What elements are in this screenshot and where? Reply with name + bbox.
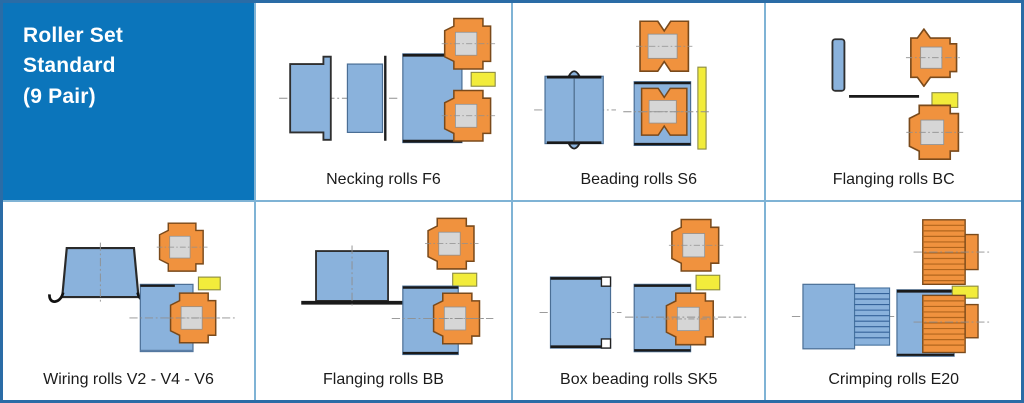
header-title-line: (9 Pair): [23, 84, 96, 108]
header-cell: Roller Set Standard (9 Pair): [3, 3, 256, 202]
flanging-rolls-bb-diagram: [256, 202, 511, 372]
box-beading-rolls-sk5-icon: [539, 218, 748, 353]
cell-caption: Necking rolls F6: [326, 170, 441, 188]
cell-beading-rolls-s6: Beading rolls S6: [513, 3, 767, 202]
cell-flanging-rolls-bc: Flanging rolls BC: [766, 3, 1021, 202]
cell-caption: Wiring rolls V2 - V4 - V6: [43, 371, 214, 388]
crimping-rolls-e20-diagram: [766, 202, 1021, 372]
cell-box-beading-rolls-sk5: Box beading rolls SK5: [513, 201, 767, 400]
beading-rolls-s6-diagram: [513, 3, 764, 171]
cell-necking-rolls-f6: Necking rolls F6: [255, 3, 513, 202]
cell-caption: Crimping rolls E20: [828, 371, 960, 388]
necking-rolls-f6-diagram: [256, 3, 511, 171]
flanging-rolls-bb-icon: [301, 217, 494, 356]
flanging-rolls-bc-icon: [831, 28, 963, 160]
cell-caption: Beading rolls S6: [580, 170, 697, 188]
box-beading-rolls-sk5-diagram: [513, 202, 764, 372]
header-title-line: Roller Set: [23, 24, 124, 47]
cell-caption: Flanging rolls BC: [832, 170, 955, 188]
flanging-rolls-bc-diagram: [766, 3, 1021, 171]
cell-wiring-rolls-v2-v4-v6: Wiring rolls V2 - V4 - V6: [3, 201, 256, 400]
cell-flanging-rolls-bb: Flanging rolls BB: [255, 201, 513, 400]
crimping-rolls-e20-icon: [791, 219, 991, 358]
wiring-rolls-v2-v4-v6-icon: [48, 222, 235, 353]
cell-caption: Box beading rolls SK5: [560, 371, 718, 388]
header-title-line: Standard: [23, 54, 116, 78]
beading-rolls-s6-icon: [534, 20, 712, 150]
wiring-rolls-v2-v4-v6-diagram: [3, 202, 254, 372]
necking-rolls-f6-icon: [279, 17, 496, 143]
cell-caption: Flanging rolls BB: [323, 371, 444, 388]
roller-set-table: Roller Set Standard (9 Pair): [3, 3, 1021, 400]
cell-crimping-rolls-e20: Crimping rolls E20: [766, 201, 1021, 400]
